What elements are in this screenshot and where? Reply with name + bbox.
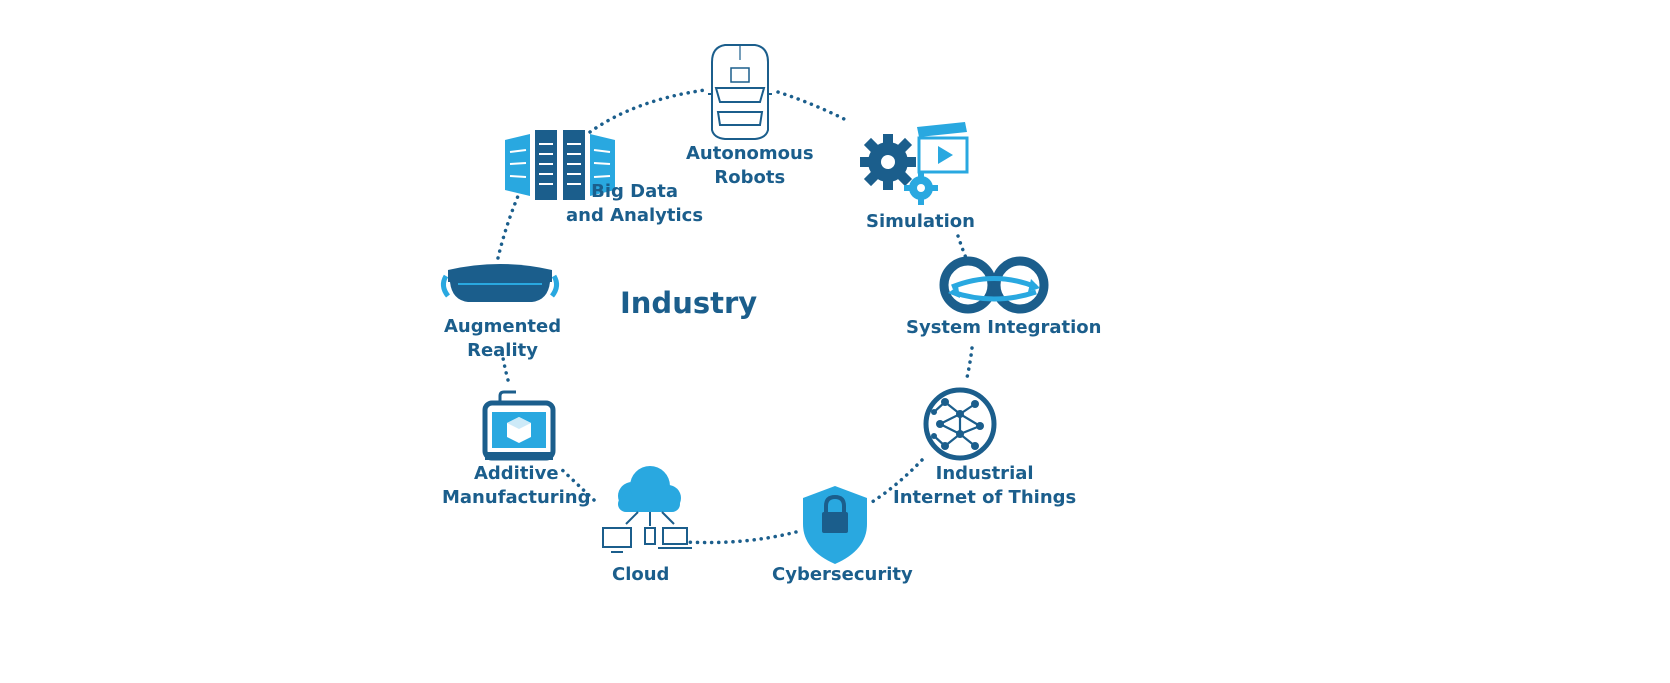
label-line: Reality	[467, 340, 538, 361]
node-label-system-integration: System Integration	[906, 316, 1101, 340]
label-line: Cloud	[612, 564, 670, 585]
node-label-additive-manufacturing: Additive Manufacturing	[442, 462, 591, 510]
label-line: Simulation	[866, 211, 975, 232]
ar-headset-icon	[440, 264, 560, 302]
connector-simulation-integration	[956, 234, 968, 260]
connector-bigdata-robots	[588, 88, 707, 134]
server-racks-icon	[505, 130, 615, 200]
cloud-devices-icon	[602, 466, 692, 553]
label-line: Internet of Things	[893, 487, 1077, 508]
dotted-ring	[496, 88, 974, 545]
connector-robots-simulation	[776, 90, 852, 124]
label-line: Manufacturing	[442, 487, 591, 508]
gears-and-clapperboard-icon	[860, 122, 969, 205]
node-label-big-data: Big Data and Analytics	[566, 180, 703, 228]
node-label-simulation: Simulation	[866, 210, 975, 234]
label-line: Industrial	[935, 463, 1034, 484]
label-line: System Integration	[906, 317, 1102, 338]
connector-cyber-cloud	[684, 530, 798, 545]
label-line: Autonomous	[686, 143, 814, 164]
car-top-view-icon	[708, 44, 772, 140]
diagram-center-title: Industry	[620, 286, 758, 320]
node-label-cloud: Cloud	[612, 563, 669, 587]
label-line: Robots	[714, 167, 786, 188]
network-globe-icon	[923, 387, 997, 461]
connector-ar-bigdata	[496, 194, 520, 260]
label-line: Additive	[473, 463, 559, 484]
node-label-industrial-iot: Industrial Internet of Things	[893, 462, 1076, 510]
linked-rings-icon	[939, 256, 1049, 314]
shield-lock-icon	[803, 486, 867, 564]
connector-integration-iot	[964, 346, 974, 384]
connector-iot-cyber	[870, 458, 924, 504]
label-line: Cybersecurity	[772, 564, 913, 585]
label-line: Augmented	[444, 316, 562, 337]
node-label-augmented-reality: Augmented Reality	[444, 315, 561, 363]
label-line: Big Data	[591, 181, 678, 202]
node-label-cybersecurity: Cybersecurity	[772, 563, 913, 587]
node-label-autonomous-robots: Autonomous Robots	[686, 142, 814, 190]
3d-printer-icon	[482, 390, 556, 461]
connector-additive-ar	[500, 350, 510, 382]
label-line: and Analytics	[566, 205, 704, 226]
